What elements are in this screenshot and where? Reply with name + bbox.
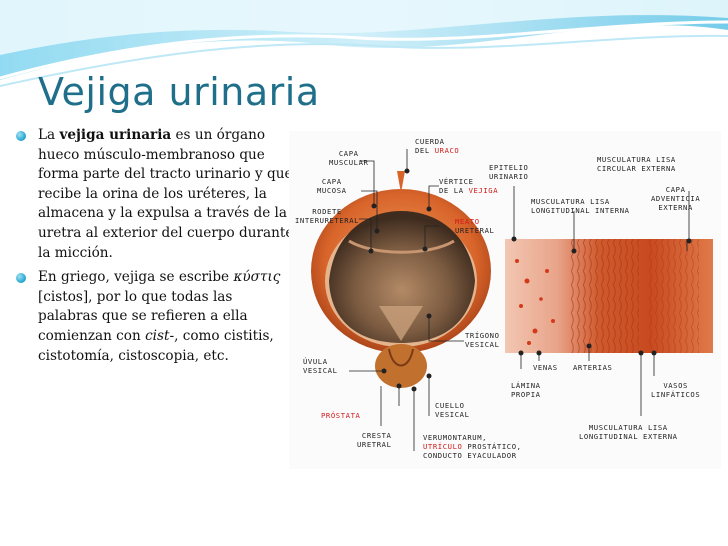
label-capa-mucosa: CAPA MUCOSA bbox=[317, 177, 347, 195]
label-cuerda-line2: DEL bbox=[415, 146, 435, 155]
label-uvula-vesical: ÚVULA VESICAL bbox=[303, 357, 338, 375]
label-vertice-vejiga: VÉRTICE DE LA VEJIGA bbox=[439, 177, 498, 195]
page-title: Vejiga urinaria bbox=[38, 70, 320, 114]
label-veru-line1: VERUMONTARUM, bbox=[423, 433, 488, 442]
label-verumontarum: VERUMONTARUM, UTRÍCULO PROSTÁTICO, CONDU… bbox=[423, 433, 522, 460]
bullet-icon bbox=[16, 131, 26, 141]
label-trigono-vesical: TRÍGONO VESICAL bbox=[465, 331, 500, 349]
label-prostata: PRÓSTATA bbox=[321, 411, 361, 420]
label-veru-line3: CONDUCTO EYACULADOR bbox=[423, 451, 517, 460]
label-musculatura-longitudinal-externa: MUSCULATURA LISA LONGITUDINAL EXTERNA bbox=[579, 423, 678, 441]
bladder-anatomy-figure: CAPA MUSCULAR CAPA MUCOSA RODETE INTERUR… bbox=[289, 131, 721, 469]
label-cuello-vesical: CUELLO VESICAL bbox=[435, 401, 470, 419]
label-meato-ureteral: MEATO URETERAL bbox=[455, 217, 494, 235]
bullet-text-pre: En griego, vejiga se escribe bbox=[38, 269, 234, 286]
label-lamina-propia: LÁMINA PROPIA bbox=[511, 381, 541, 399]
label-arterias: ARTERIAS bbox=[573, 363, 613, 372]
label-capa-muscular: CAPA MUSCULAR bbox=[329, 149, 369, 167]
bullet-text-pre: La bbox=[38, 127, 60, 143]
label-musculatura-longitudinal-interna: MUSCULATURA LISA LONGITUDINAL INTERNA bbox=[531, 197, 630, 215]
bullet-text-rest: es un órgano hueco músculo-membranoso qu… bbox=[38, 127, 294, 261]
label-capa-adventicia-externa: CAPA ADVENTICIA EXTERNA bbox=[651, 185, 701, 212]
bladder-illustration bbox=[311, 149, 713, 451]
prefix-cist: cist- bbox=[145, 327, 175, 344]
bullet-item-definition: La vejiga urinaria es un órgano hueco mú… bbox=[14, 126, 296, 263]
label-vertice-line1: VÉRTICE bbox=[439, 177, 474, 186]
label-rodete-interureteral: RODETE INTERURETERAL bbox=[295, 207, 360, 225]
label-venas: VENAS bbox=[533, 363, 558, 372]
label-cresta-uretral: CRESTA URETRAL bbox=[357, 431, 392, 449]
label-vejiga: VEJIGA bbox=[468, 186, 499, 195]
label-epitelio-urinario: EPITELIO URINARIO bbox=[489, 163, 529, 181]
header-wave-decoration bbox=[0, 0, 728, 87]
bullet-text-rest: , como cistitis, cistotomía, cistoscopia… bbox=[38, 327, 274, 364]
label-vertice-line2: DE LA bbox=[439, 186, 469, 195]
bullet-term-vejiga: vejiga urinaria bbox=[59, 127, 172, 143]
label-uraco: URACO bbox=[434, 146, 460, 155]
bullet-text-mid: [cistos], por lo que todas las palabras … bbox=[38, 288, 248, 344]
label-ureteral: URETERAL bbox=[455, 226, 495, 235]
bullet-icon bbox=[16, 273, 26, 284]
label-vasos-linfaticos: VASOS LINFÁTICOS bbox=[651, 381, 701, 399]
label-meato: MEATO bbox=[455, 217, 480, 226]
label-cuerda-uraco: CUERDA DEL URACO bbox=[415, 137, 459, 155]
bullet-item-etymology: En griego, vejiga se escribe κύστις [cis… bbox=[14, 268, 296, 366]
bullet-list: La vejiga urinaria es un órgano hueco mú… bbox=[14, 126, 296, 371]
greek-word: κύστις bbox=[233, 269, 281, 286]
label-veru-line2: PROSTÁTICO, bbox=[462, 442, 522, 451]
label-utriculo: UTRÍCULO bbox=[423, 442, 463, 451]
label-cuerda-line1: CUERDA bbox=[415, 137, 445, 146]
label-musculatura-circular-externa: MUSCULATURA LISA CIRCULAR EXTERNA bbox=[597, 155, 676, 173]
